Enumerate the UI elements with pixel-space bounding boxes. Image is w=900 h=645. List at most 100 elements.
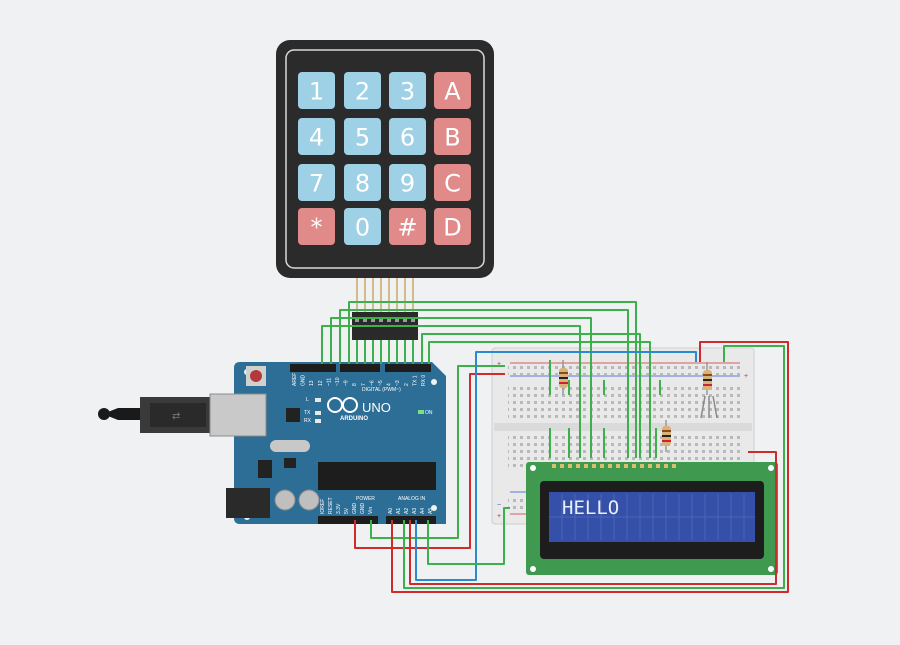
pin-label: ~9 <box>344 380 350 386</box>
svg-text:⇄: ⇄ <box>172 411 180 422</box>
keypad-key-A[interactable] <box>434 72 471 109</box>
pin-label: 4 <box>387 383 393 386</box>
keypad-key-label: 3 <box>400 78 415 106</box>
keypad-key-label: A <box>444 78 461 106</box>
pin-label: ~10 <box>335 377 341 386</box>
rail-minus-label: − <box>497 502 501 509</box>
lcd-line-1: HELLO <box>562 497 619 519</box>
small-chip <box>284 458 296 468</box>
rail-top-holes <box>508 364 740 375</box>
wire-red[interactable] <box>391 341 789 593</box>
lcd-mount-hole <box>530 566 536 572</box>
wire-green[interactable] <box>348 301 637 458</box>
analog-label: ANALOG IN <box>398 496 426 502</box>
resistor-3[interactable] <box>662 420 671 452</box>
pin-label: Vin <box>368 507 374 514</box>
keypad-key-6[interactable] <box>389 118 426 155</box>
arduino-logo-text: ARDUINO <box>340 416 368 422</box>
pin-label: ~6 <box>369 380 375 386</box>
pin-label: IOREF <box>320 499 326 514</box>
keypad-key-*[interactable] <box>298 208 335 245</box>
wire-green[interactable] <box>330 317 592 458</box>
digital-label: DIGITAL (PWM~) <box>362 387 401 393</box>
keypad-key-label: D <box>443 214 461 242</box>
capacitor <box>274 489 296 511</box>
pin-label: ~5 <box>378 380 384 386</box>
pin-label: RESET <box>328 497 334 514</box>
breadboard-center-channel <box>494 423 752 431</box>
keypad-key-label: 0 <box>355 214 370 242</box>
lcd-char-grid <box>549 494 755 540</box>
pin-label: 2 <box>404 383 410 386</box>
led-rx-label: RX <box>304 418 312 424</box>
wire-green[interactable] <box>421 333 641 458</box>
transistor[interactable] <box>700 395 718 419</box>
keypad-key-4[interactable] <box>298 118 335 155</box>
pin-label: A5 <box>428 508 434 514</box>
keypad-key-label: 7 <box>309 170 324 198</box>
wire-green[interactable] <box>427 507 510 565</box>
keypad-key-2[interactable] <box>344 72 381 109</box>
capacitor <box>298 489 320 511</box>
wire-green[interactable] <box>339 309 629 458</box>
dc-power-jack <box>226 488 270 518</box>
keypad-key-label: # <box>397 214 417 242</box>
wire-red[interactable] <box>354 373 505 549</box>
wire-red[interactable] <box>409 451 777 585</box>
keypad-key-8[interactable] <box>344 164 381 201</box>
rail-plus-label-right: + <box>744 373 748 380</box>
keypad-key-9[interactable] <box>389 164 426 201</box>
pin-label: 5V <box>344 507 350 514</box>
keypad-key-7[interactable] <box>298 164 335 201</box>
keypad-key-3[interactable] <box>389 72 426 109</box>
power-header <box>318 516 378 524</box>
pin-label: GND <box>360 503 366 515</box>
led-l <box>315 398 321 402</box>
lcd-module[interactable]: HELLO <box>526 462 778 575</box>
board-mount-hole <box>431 505 437 511</box>
keypad-border <box>285 49 485 269</box>
lcd-header-pins <box>552 464 676 468</box>
keypad-key-B[interactable] <box>434 118 471 155</box>
wire-green[interactable] <box>321 325 581 458</box>
pin-label: A3 <box>412 508 418 514</box>
keypad-key-label: * <box>311 214 323 242</box>
keypad-key-C[interactable] <box>434 164 471 201</box>
pin-label: TX 1 <box>412 375 418 386</box>
keypad-key-0[interactable] <box>344 208 381 245</box>
arduino-uno-board[interactable]: ⇄ L TX RX ON A <box>98 362 446 524</box>
led-tx <box>315 411 321 415</box>
pin-label: A4 <box>420 508 426 514</box>
reset-button-cap <box>250 370 262 382</box>
keypad-key-#[interactable] <box>389 208 426 245</box>
keypad-key-label: C <box>444 170 461 198</box>
wire-green[interactable] <box>370 365 505 539</box>
regulator <box>258 460 272 478</box>
pin-label: 12 <box>318 380 324 386</box>
pin-label: AREF <box>292 373 298 386</box>
wire-blue[interactable] <box>415 351 697 581</box>
rail-plus-label: + <box>497 361 501 368</box>
wire-green[interactable] <box>403 345 785 589</box>
lcd-mount-hole <box>530 465 536 471</box>
usb-b-port <box>209 393 267 437</box>
keypad-key-5[interactable] <box>344 118 381 155</box>
keypad-key-label: 9 <box>400 170 415 198</box>
pin-label: GND <box>301 375 307 387</box>
lcd-mount-hole <box>768 465 774 471</box>
keypad-key-label: 5 <box>355 124 370 152</box>
resistor-2[interactable] <box>703 362 712 395</box>
led-rx <box>315 419 321 423</box>
resistor-1[interactable] <box>559 360 568 395</box>
keypad-key-D[interactable] <box>434 208 471 245</box>
keypad-key-label: 1 <box>309 78 324 106</box>
wire-green[interactable] <box>428 341 651 458</box>
keypad-key-label: 4 <box>309 124 324 152</box>
keypad-key-1[interactable] <box>298 72 335 109</box>
